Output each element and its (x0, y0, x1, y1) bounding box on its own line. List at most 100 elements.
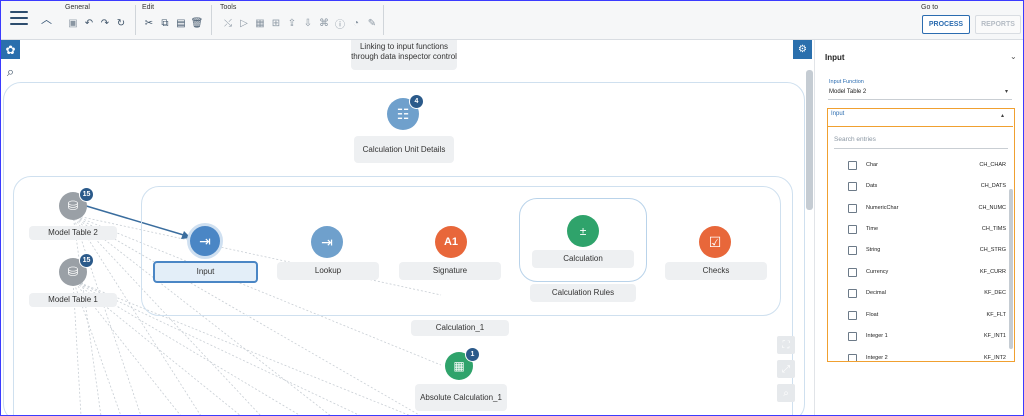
zoom-icon[interactable]: ⌕ (777, 384, 795, 402)
checkbox[interactable] (848, 268, 857, 277)
paste-icon[interactable]: ▤ (176, 17, 186, 29)
node-input[interactable]: Input (153, 261, 258, 283)
node-calc-unit-details[interactable]: Calculation Unit Details (354, 136, 454, 163)
chevron-up-icon[interactable]: ︿ (41, 14, 52, 26)
input-function-select[interactable]: Model Table 2 (829, 89, 867, 95)
node-model-table-2[interactable]: Model Table 2 (29, 226, 117, 240)
absolute-badge: 1 (465, 347, 480, 362)
node-calculation-1[interactable]: Calculation_1 (411, 320, 509, 336)
info-icon[interactable]: ⓘ (335, 19, 345, 31)
signature-icon[interactable]: A1 (435, 226, 467, 258)
copy-icon[interactable]: ⧉ (161, 17, 169, 29)
lookup-icon[interactable]: ⇥ (311, 226, 343, 258)
edit-icon[interactable]: ✎ (367, 17, 377, 29)
chevron-down-icon[interactable]: ⌄ (1010, 52, 1017, 61)
export-icon[interactable]: ⇪ (287, 17, 297, 29)
model-table-2-badge: 15 (79, 187, 94, 202)
node-lookup[interactable]: Lookup (277, 262, 379, 280)
model-table-1-badge: 15 (79, 253, 94, 268)
group-label-general: General (65, 4, 90, 11)
reports-button[interactable]: REPORTS (975, 15, 1021, 34)
properties-panel: Input ⌄ Input Function Model Table 2 ▾ I… (814, 40, 1023, 415)
checkbox[interactable] (848, 311, 857, 320)
group-label-goto: Go to (921, 4, 939, 11)
input-icon[interactable]: ⇥ (187, 223, 223, 259)
calculation-rules-container (519, 198, 647, 282)
checkbox[interactable] (848, 246, 857, 255)
checks-icon[interactable]: ☑ (699, 226, 731, 258)
undo-icon[interactable]: ↶ (84, 17, 94, 29)
general-tools: ▣ ↶ ↷ ↻ (68, 17, 126, 29)
expand-icon[interactable]: ⤢ (777, 360, 795, 378)
redo-icon[interactable]: ↷ (100, 17, 110, 29)
node-checks[interactable]: Checks (665, 262, 767, 280)
run-icon[interactable]: ▷ (240, 17, 248, 29)
checkbox[interactable] (848, 354, 857, 361)
node-calculation[interactable]: Calculation (532, 250, 634, 268)
checkbox[interactable] (848, 289, 857, 298)
calculation-container (13, 176, 793, 415)
list-scrollbar[interactable] (1009, 189, 1013, 349)
checkbox[interactable] (848, 332, 857, 341)
calc-unit-badge: 4 (409, 94, 424, 109)
cut-icon[interactable]: ✂ (144, 17, 154, 29)
filter-settings-icon[interactable]: ⚙ (793, 40, 812, 59)
divider (211, 5, 212, 35)
chart-icon[interactable]: ◔ (352, 17, 360, 29)
tools-group: ⤯ ▷ ▦ ⊞ ⇪ ⇩ ⌘ ⓘ ◔ ✎ (223, 17, 377, 31)
model-canvas[interactable]: ✿ ⌕ ⚙ Linking to input functions through… (1, 40, 813, 415)
checkbox[interactable] (848, 225, 857, 234)
delete-icon[interactable]: 🗑 (190, 17, 204, 29)
hierarchy-icon[interactable]: ⌘ (319, 17, 329, 29)
caret-up-icon[interactable]: ▴ (1001, 113, 1005, 119)
caret-down-icon[interactable]: ▾ (1005, 89, 1009, 95)
calculation-unit-container (3, 82, 805, 415)
edit-tools: ✂ ⧉ ▤ 🗑 (144, 17, 204, 29)
group-label-tools: Tools (220, 4, 237, 11)
divider (135, 5, 136, 35)
save-icon[interactable]: ▣ (68, 17, 78, 29)
refresh-icon[interactable]: ↻ (116, 17, 126, 29)
checkbox[interactable] (848, 161, 857, 170)
node-calculation-rules[interactable]: Calculation Rules (530, 284, 636, 302)
process-button[interactable]: PROCESS (922, 15, 970, 34)
group-label-edit: Edit (142, 4, 155, 11)
checkbox[interactable] (848, 204, 857, 213)
divider (383, 5, 384, 35)
calculation-icon[interactable]: ± (567, 215, 599, 247)
import-icon[interactable]: ⇩ (303, 17, 313, 29)
checkbox[interactable] (848, 182, 857, 191)
panel-title: Input (825, 53, 845, 62)
node-model-table-1[interactable]: Model Table 1 (29, 293, 117, 307)
note-linking[interactable]: Linking to input functions through data … (351, 40, 457, 70)
connect-icon[interactable]: ⤯ (224, 17, 232, 29)
field-underline (828, 126, 1013, 127)
steps-container (141, 186, 781, 316)
menu-icon[interactable] (10, 11, 28, 25)
toolbar: ︿ General ▣ ↶ ↷ ↻ Edit ✂ ⧉ ▤ 🗑 Tools ⤯ ▷… (1, 1, 1023, 40)
search-icon[interactable]: ⌕ (6, 63, 15, 79)
layout-icon[interactable]: ⊞ (271, 17, 281, 29)
input-multiselect-label: Input (831, 111, 845, 117)
node-absolute-calculation-1[interactable]: Absolute Calculation_1 (415, 384, 507, 411)
canvas-scrollbar[interactable] (806, 70, 813, 210)
fit-icon[interactable]: ⛶ (777, 336, 795, 354)
grid-icon[interactable]: ▦ (255, 17, 265, 29)
node-signature[interactable]: Signature (399, 262, 501, 280)
input-function-label: Input Function (829, 79, 864, 85)
search-entries-input[interactable]: Search entries (834, 136, 1008, 149)
palette-icon[interactable]: ✿ (1, 40, 20, 59)
field-underline (828, 99, 1012, 100)
